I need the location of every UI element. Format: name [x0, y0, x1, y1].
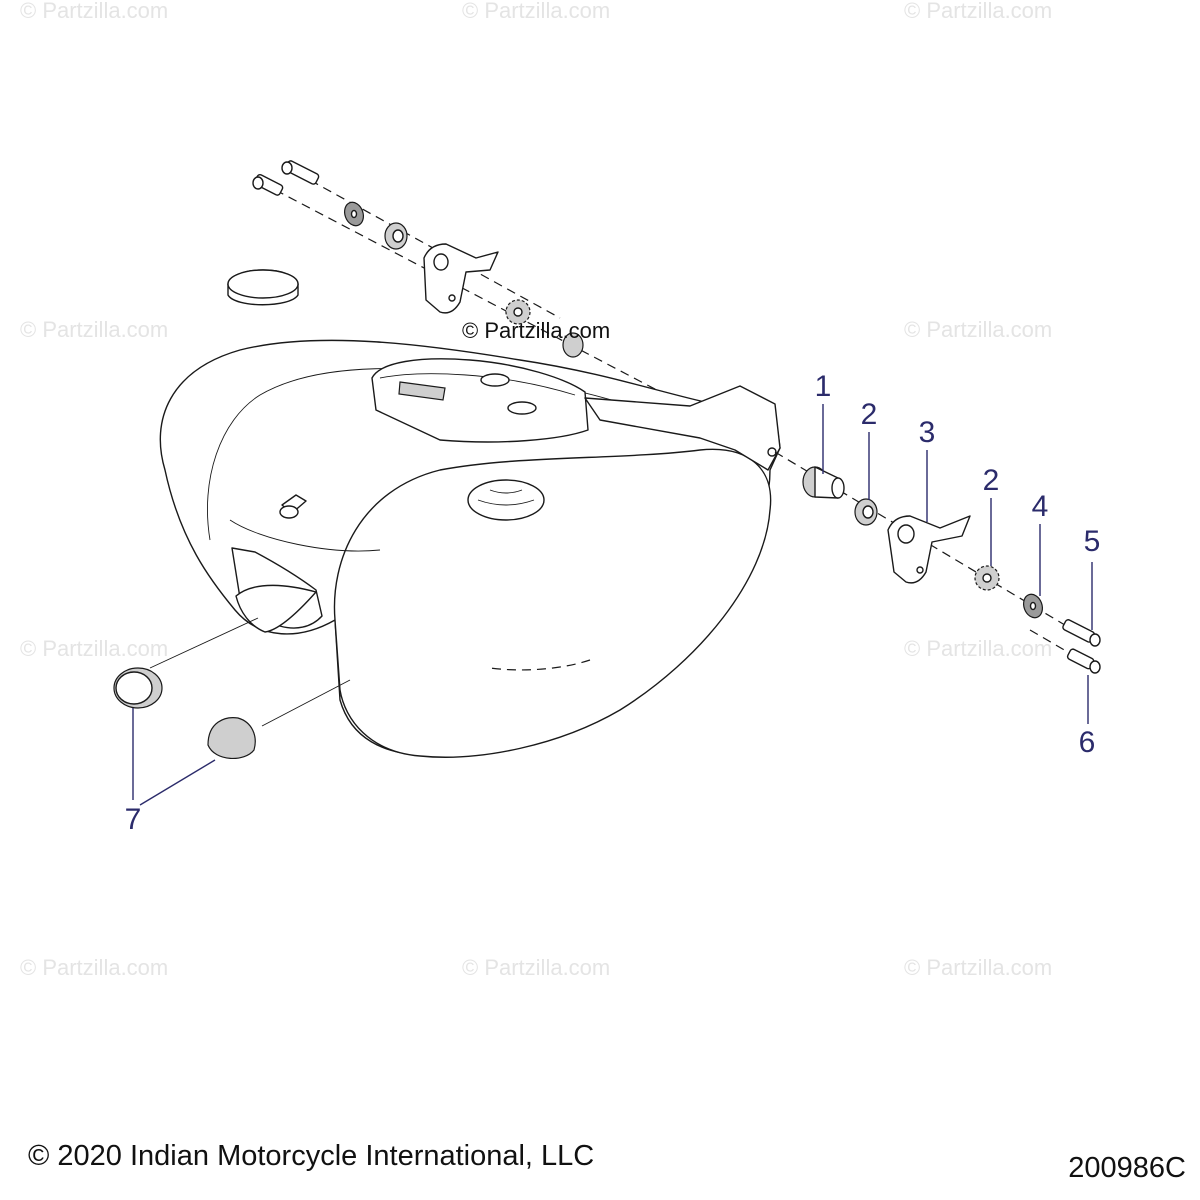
tank-mount-tab — [584, 385, 781, 471]
watermark-grid: © Partzilla.com © Partzilla.com © Partzi… — [20, 0, 1052, 980]
callout-leaders — [132, 404, 1093, 806]
watermark: © Partzilla.com — [904, 636, 1052, 661]
watermark: © Partzilla.com — [20, 317, 168, 342]
part-3-bracket — [887, 515, 971, 584]
callout-2-second: 2 — [983, 464, 1000, 497]
callout-4: 4 — [1032, 490, 1049, 523]
rubber-bumpers — [113, 617, 351, 759]
callouts: 1 2 3 2 4 5 6 7 — [125, 370, 1101, 836]
part-1-bushing — [802, 466, 845, 499]
callout-5: 5 — [1084, 525, 1101, 558]
fuel-cap — [227, 269, 299, 306]
upper-assembly-axis-2 — [296, 172, 561, 319]
diagram-id: 200986C — [1068, 1152, 1186, 1184]
dash-console — [371, 358, 589, 443]
watermark: © Partzilla.com — [20, 955, 168, 980]
upper-spacer — [562, 332, 584, 358]
watermark: © Partzilla.com — [20, 0, 168, 23]
bumper-left — [113, 667, 163, 709]
tank-tunnel — [231, 547, 323, 633]
bumper-right — [207, 717, 256, 759]
callout-7: 7 — [125, 803, 142, 836]
bumper-leader-2 — [261, 679, 351, 727]
center-watermark: © Partzilla.com — [462, 318, 610, 343]
upper-grommet — [384, 222, 408, 250]
tank-side-cap — [467, 479, 545, 521]
watermark: © Partzilla.com — [904, 317, 1052, 342]
upper-washer — [343, 201, 365, 227]
fuel-tank — [159, 269, 781, 758]
upper-bolt-short — [252, 173, 284, 196]
part-6-bolt — [1066, 648, 1101, 674]
watermark: © Partzilla.com — [462, 0, 610, 23]
upper-bracket — [423, 243, 499, 314]
callout-2: 2 — [861, 398, 878, 431]
upper-tooth-washer — [505, 299, 531, 325]
part-2-tooth-washer — [974, 565, 1000, 591]
part-2-grommet — [854, 498, 878, 526]
upper-assembly — [252, 160, 776, 453]
callout-3: 3 — [919, 416, 936, 449]
watermark: © Partzilla.com — [904, 0, 1052, 23]
watermark: © Partzilla.com — [462, 955, 610, 980]
callout-1: 1 — [815, 370, 832, 403]
part-4-washer — [1022, 593, 1044, 619]
bumper-leader-1 — [149, 617, 259, 669]
upper-bolt-long — [281, 160, 320, 185]
copyright-notice: © 2020 Indian Motorcycle International, … — [28, 1140, 595, 1172]
callout-6: 6 — [1079, 726, 1096, 759]
lower-assembly — [774, 451, 1101, 674]
watermark: © Partzilla.com — [904, 955, 1052, 980]
tank-post — [279, 494, 307, 519]
part-5-bolt — [1062, 619, 1101, 647]
watermark: © Partzilla.com — [20, 636, 168, 661]
